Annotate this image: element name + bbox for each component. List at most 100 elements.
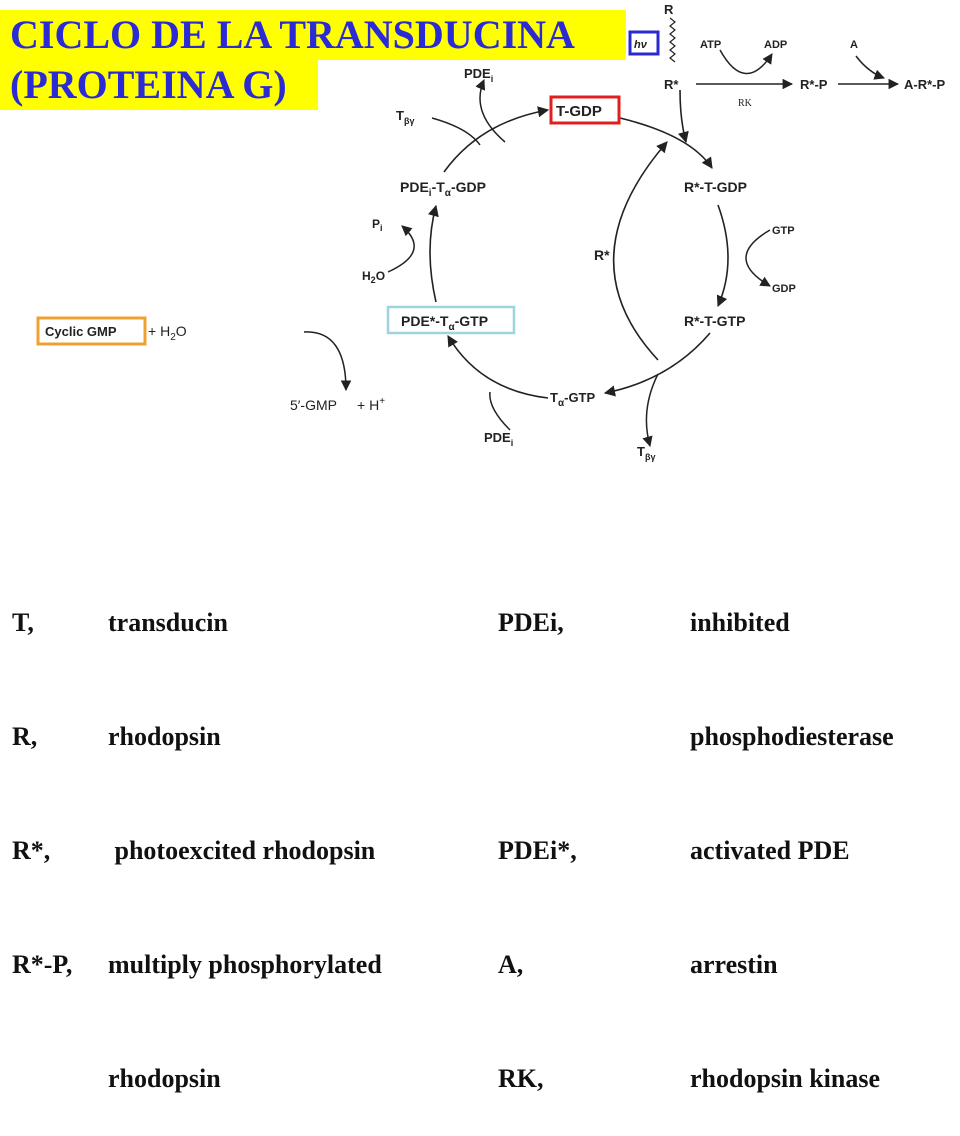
arrow-tbg-joins xyxy=(431,117,481,146)
node-pde-star-prefix: PDE*-T xyxy=(401,313,449,329)
label-plus-h2o-o: O xyxy=(176,323,187,339)
legend-item: activated PDE xyxy=(690,836,850,865)
title-line-2: (PROTEINA G) xyxy=(0,60,318,110)
label-a: A xyxy=(850,39,858,51)
label-pdei-bottom-text: PDE xyxy=(484,430,511,445)
subscript-alpha: α xyxy=(445,188,452,199)
arrow-atp-adp xyxy=(719,49,773,75)
arrow-tbg-leaves xyxy=(642,373,659,448)
title-line-1: CICLO DE LA TRANSDUCINA xyxy=(0,10,626,60)
legend-item: R, xyxy=(12,722,38,751)
subscript-beta-gamma: βγ xyxy=(645,452,656,462)
node-pdei-t-alpha-gdp: PDEi-Tα-GDP xyxy=(400,179,486,199)
cyclic-gmp-highlight xyxy=(36,316,147,346)
rhodopsin-pathway xyxy=(669,17,900,90)
hv-highlight xyxy=(628,30,660,56)
label-atp: ATP xyxy=(700,39,721,51)
label-t-beta-gamma-top: Tβγ xyxy=(396,108,414,126)
label-rk: RK xyxy=(738,98,753,109)
legend-item: R*-P, xyxy=(12,950,73,979)
legend-col-abbrev: T, R, R*, R*-P, xyxy=(12,528,72,1136)
arrow-pi-h2o xyxy=(387,225,415,273)
label-r: R xyxy=(664,2,674,17)
arrow-gtp-gdp xyxy=(745,229,771,287)
arrow-arrestin xyxy=(855,55,885,80)
legend-item: multiply phosphorylated xyxy=(108,950,382,979)
node-r-star-center: R* xyxy=(594,247,610,263)
subscript-beta-gamma: βγ xyxy=(404,116,415,126)
subscript-i: i xyxy=(511,438,514,448)
arrow-talphagtp-to-pde xyxy=(447,335,549,399)
label-plus-h2o: + H2O xyxy=(148,323,187,343)
legend-col-meaning-2: inhibited phosphodiesterase activated PD… xyxy=(690,528,894,1136)
legend-item: arrestin xyxy=(690,950,778,979)
label-h2o-h: H xyxy=(362,269,371,283)
node-r-star-t-gdp: R*-T-GDP xyxy=(684,179,747,195)
node-t-alpha-gtp-suffix: -GTP xyxy=(564,390,595,405)
label-r-star-p: R*-P xyxy=(800,77,828,92)
legend-item: RK, xyxy=(498,1064,544,1093)
arrow-r-star-feed xyxy=(677,89,689,144)
node-pde-star-t-alpha-gtp: PDE*-Tα-GTP xyxy=(401,313,488,333)
side-arrows xyxy=(303,79,771,448)
arrow-pdei-leaves xyxy=(475,79,506,143)
label-hv: hν xyxy=(634,39,648,51)
label-pi: Pi xyxy=(372,217,383,233)
arrow-tgdp-to-rtgdp xyxy=(619,117,713,169)
legend-item: phosphodiesterase xyxy=(690,722,894,751)
label-gdp-out: GDP xyxy=(772,283,796,295)
arrow-pdeigdp-to-tgdp xyxy=(443,106,550,173)
node-t-alpha-gtp-t: T xyxy=(550,390,558,405)
label-t-bottom-text: T xyxy=(637,444,645,459)
node-t-gdp: T-GDP xyxy=(556,103,602,120)
legend-item: rhodopsin kinase xyxy=(690,1064,881,1093)
subscript-i: i xyxy=(491,74,494,84)
label-r-star: R* xyxy=(664,77,679,92)
photon-wave xyxy=(669,17,676,63)
legend-item: T, xyxy=(12,608,34,637)
label-cyclic-gmp: Cyclic GMP xyxy=(45,324,117,339)
node-t-alpha-gtp: Tα-GTP xyxy=(550,390,595,409)
subscript-alpha: α xyxy=(448,322,455,333)
label-gtp-in: GTP xyxy=(772,225,795,237)
subscript-two: 2 xyxy=(170,332,176,343)
legend-col-meaning: transducin rhodopsin photoexcited rhodop… xyxy=(108,528,382,1136)
node-pdei-suffix: -GDP xyxy=(451,179,486,195)
legend-item: photoexcited rhodopsin xyxy=(108,836,376,865)
label-a-r-star-p: A-R*-P xyxy=(904,77,945,92)
legend-item: PDEi, xyxy=(498,608,564,637)
arrow-gmp-hydrolysis xyxy=(303,331,352,392)
label-t-beta-gamma-bottom: Tβγ xyxy=(637,444,655,462)
legend-item xyxy=(498,718,577,756)
legend-item: rhodopsin xyxy=(108,1064,221,1093)
subscript-i: i xyxy=(380,223,383,233)
legend-item: inhibited xyxy=(690,608,790,637)
pde-star-highlight xyxy=(386,305,516,335)
node-pde-star-suffix: -GTP xyxy=(455,313,488,329)
legend-item: R*, xyxy=(12,836,51,865)
subscript-two: 2 xyxy=(371,275,376,285)
label-pi-text: P xyxy=(372,217,380,231)
label-h2o-o: O xyxy=(376,269,385,283)
arrow-rtgdp-to-rtgtp xyxy=(716,204,729,308)
node-r-star-t-gtp: R*-T-GTP xyxy=(684,313,745,329)
label-pdei-bottom: PDEi xyxy=(484,430,513,448)
legend-item: A, xyxy=(498,950,524,979)
label-pdei-top: PDEi xyxy=(464,66,493,84)
subscript-alpha: α xyxy=(558,398,565,409)
node-pdei-mid: -T xyxy=(432,179,446,195)
cycle-arcs xyxy=(427,89,729,399)
arrow-r-star-release xyxy=(612,141,668,361)
label-t-top-text: T xyxy=(396,108,404,123)
legend-item xyxy=(12,1060,72,1098)
node-pdei-prefix: PDE xyxy=(400,179,429,195)
superscript-plus: + xyxy=(379,396,385,407)
label-adp: ADP xyxy=(764,39,787,51)
transducin-cycle-diagram: T-GDP R*-T-GDP R*-T-GTP R* Tα-GTP PDE*-T… xyxy=(36,2,945,462)
subscript-i: i xyxy=(429,188,432,199)
label-plus-h: + H+ xyxy=(357,396,385,413)
label-pdei-top-text: PDE xyxy=(464,66,491,81)
label-plus-h2o-h: + H xyxy=(148,323,170,339)
legend-col-abbrev-2: PDEi, PDEi*, A, RK, xyxy=(498,528,577,1136)
label-h2o-left: H2O xyxy=(362,269,385,285)
